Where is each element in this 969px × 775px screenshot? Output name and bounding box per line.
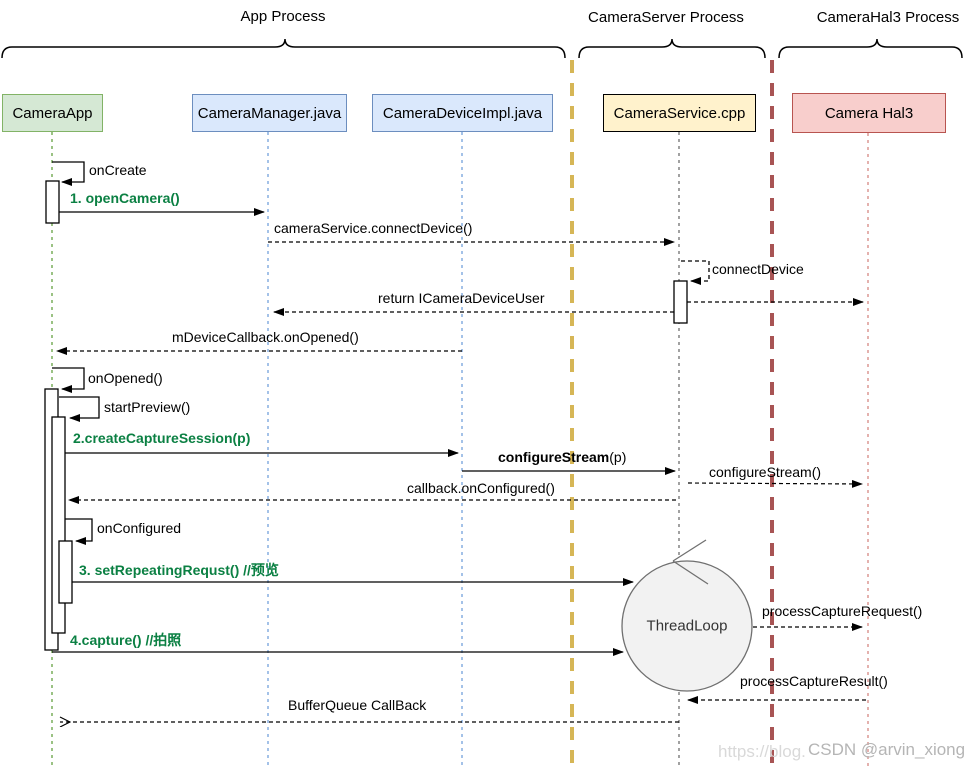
process-label-cameraserver: CameraServer Process [588,9,744,26]
label-opencamera: 1. openCamera() [70,190,180,206]
label-connectdevice-self: connectDevice [712,261,804,277]
threadloop-circle [621,560,753,692]
label-configurestream-p-name: configureStream [498,449,610,465]
process-label-camerahal3: CameraHal3 Process [816,9,960,26]
label-bufferqueue-callback: BufferQueue CallBack [288,697,427,713]
call-arrows [52,208,676,656]
label-callback-onconfigured: callback.onConfigured() [407,480,555,496]
brace-app-process [1,38,566,59]
threadloop-node [621,539,753,692]
self-connectdevice [681,260,710,285]
participant-cameraservice: CameraService.cpp [603,94,756,132]
label-oncreate: onCreate [89,162,147,178]
activation-bars [44,180,688,651]
label-connectdevice-call: cameraService.connectDevice() [274,220,473,236]
label-startpreview: startPreview() [104,399,191,415]
process-braces [1,38,963,59]
label-return-icameradeviceuser: return ICameraDeviceUser [378,290,545,306]
label-createcapturesession: 2.createCaptureSession(p) [73,430,251,446]
label-processcaptureresult: processCaptureResult() [740,673,888,689]
activation-opencamera [45,180,60,224]
participant-cameradeviceimpl: CameraDeviceImpl.java [372,94,553,132]
self-messages [52,161,710,545]
participant-cameraapp: CameraApp [2,94,103,132]
self-onopened [52,367,85,393]
self-onconfigured [65,518,93,545]
arrow-configurestream-hal [687,479,863,488]
label-onopened: onOpened() [88,370,163,386]
threadloop-loop-line-1 [672,539,707,562]
watermark-handle: CSDN @arvin_xiong [808,740,966,759]
dashed-arrows [56,238,866,722]
participant-camerahal3: Camera Hal3 [792,93,946,133]
self-oncreate [52,161,85,186]
watermark-url: https://blog. [718,742,806,761]
label-processcapturerequest: processCaptureRequest() [762,603,923,619]
label-onconfigured: onConfigured [97,520,182,536]
brace-cameraserver-process [578,38,766,59]
activation-onconfigured [58,540,73,604]
label-configurestream-p-args: (p) [609,449,627,465]
brace-camerahal3-process [778,38,963,59]
label-setrepeatingrequest: 3. setRepeatingRequst() //预览 [79,562,279,578]
self-startpreview [59,396,100,422]
participant-cameramanager: CameraManager.java [192,94,347,132]
label-capture: 4.capture() //拍照 [70,632,182,648]
label-configurestream-p: configureStream(p) [498,449,626,465]
label-threadloop: ThreadLoop [646,617,728,635]
activation-cameraservice [673,280,688,324]
threadloop-loop-line-2 [672,560,709,585]
label-configurestream-hal: configureStream() [709,464,822,480]
process-label-app: App Process [240,8,326,25]
label-mdevicecallback-onopened: mDeviceCallback.onOpened() [172,329,359,345]
